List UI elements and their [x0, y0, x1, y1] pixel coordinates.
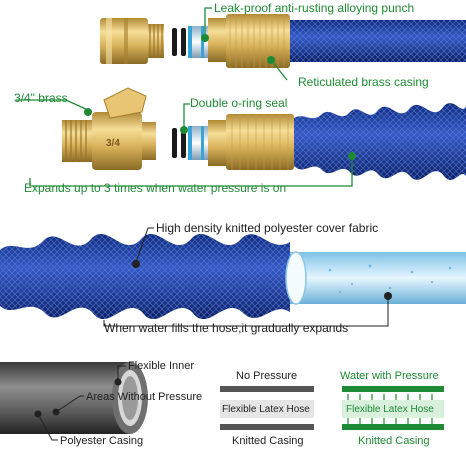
- latex-hose-label-1: Flexible Latex Hose: [222, 404, 310, 415]
- knitted-fabric-label: High density knitted polyester cover fab…: [156, 221, 379, 235]
- areas-without-pressure-label: Areas Without Pressure: [86, 391, 203, 403]
- hose-cross-section: [0, 362, 148, 434]
- brass-nut-top: [100, 18, 164, 64]
- no-pressure-diagram: [220, 386, 314, 430]
- callout-lines-upper: [16, 7, 353, 187]
- water-pressure-diagram: [342, 386, 444, 430]
- water-filled-core: [285, 251, 466, 305]
- callout-lines-bottom-left: [37, 365, 126, 441]
- brass-casing-mid: [208, 114, 294, 170]
- o-rings-top: [172, 28, 186, 56]
- callout-dots-bottom-left: [34, 378, 122, 418]
- callout-lines-middle: [103, 227, 389, 327]
- brass-valve: [62, 87, 156, 170]
- three-quarter-brass-label: 3/4" brass: [14, 91, 68, 105]
- knitted-casing-label-2: Knitted Casing: [358, 435, 430, 447]
- brass-casing-top: [208, 14, 290, 68]
- o-rings-mid: [172, 128, 186, 158]
- flexible-inner-label: Flexible Inner: [128, 360, 195, 372]
- latex-hose-label-2: Flexible Latex Hose: [346, 404, 434, 415]
- valve-marking: 3/4: [106, 138, 120, 149]
- blue-hose-top: [290, 20, 466, 62]
- callout-dots-middle: [132, 260, 392, 300]
- knitted-casing-label-1: Knitted Casing: [232, 435, 304, 447]
- water-fills-label: When water fills the hose,it gradually e…: [104, 321, 349, 335]
- punch-mid: [188, 126, 208, 160]
- polyester-casing-label: Polyester Casing: [60, 435, 144, 447]
- expands-label: Expands up to 3 times when water pressur…: [24, 181, 287, 195]
- double-oring-label: Double o-ring seal: [190, 96, 288, 110]
- no-pressure-title: No Pressure: [236, 370, 298, 382]
- leak-proof-label: Leak-proof anti-rusting alloying punch: [214, 1, 415, 15]
- reticulated-brass-label: Reticulated brass casing: [298, 75, 429, 89]
- punch-top: [188, 26, 208, 58]
- blue-hose-expanding-mid: [294, 103, 466, 180]
- expanded-hose-large: [0, 233, 290, 320]
- callout-dots-upper: [84, 34, 356, 160]
- water-pressure-title: Water with Pressure: [340, 370, 439, 382]
